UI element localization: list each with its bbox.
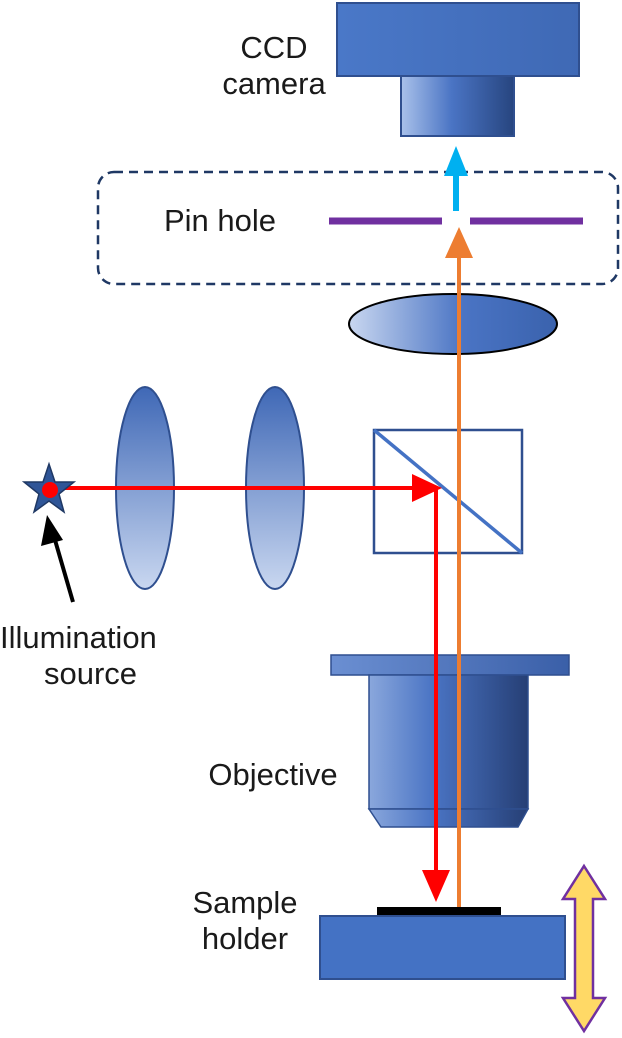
illumination-source-label: Illumination source [0, 620, 210, 692]
sample-slide [377, 907, 501, 916]
stage-movement-arrow-icon [560, 863, 608, 1034]
beam-splitter [372, 428, 524, 555]
ccd-camera-lens [400, 75, 515, 137]
illumination-source-label-line2: source [44, 656, 138, 691]
illumination-source [21, 461, 77, 514]
sample-holder-label-line1: Sample [192, 885, 298, 920]
pin-hole-label: Pin hole [163, 203, 277, 238]
tube-lens [348, 293, 558, 355]
ccd-camera-label-line2: camera [222, 66, 326, 101]
sample-holder-label: Sample holder [165, 885, 325, 957]
ccd-camera-label: CCD camera [214, 30, 334, 102]
objective-barrel [368, 674, 529, 810]
sample-holder-label-line2: holder [201, 921, 289, 956]
transmitted-beam [444, 146, 468, 211]
source-pointer-arrow [41, 515, 75, 603]
illumination-beam [55, 474, 450, 902]
ccd-camera-body [336, 2, 580, 77]
sample-stage [319, 915, 566, 980]
objective-flange [330, 654, 570, 676]
source-dot-icon [42, 482, 58, 498]
pinhole-box [96, 170, 620, 286]
objective-label: Objective [208, 757, 338, 792]
sample-holder [319, 907, 566, 980]
ccd-camera [336, 2, 580, 137]
emission-beam [445, 227, 473, 907]
ccd-camera-label-line1: CCD [240, 30, 308, 65]
objective [330, 654, 570, 828]
objective-tip [367, 808, 530, 828]
illumination-source-label-line1: Illumination [0, 620, 157, 655]
